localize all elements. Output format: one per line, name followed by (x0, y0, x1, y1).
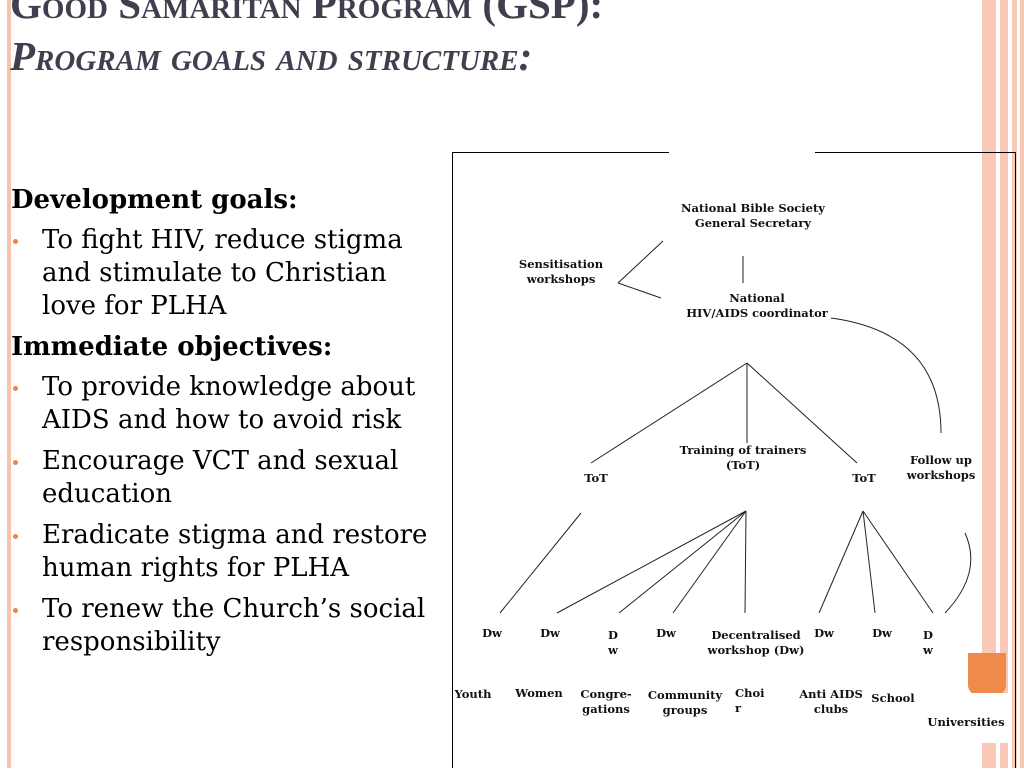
connector-line (672, 510, 747, 614)
immediate-objectives-heading: Immediate objectives: (11, 332, 333, 362)
dw-node: Dw (814, 626, 834, 640)
program-structure-diagram: National Bible Society General Secretary… (452, 151, 1016, 768)
connector-curve (830, 317, 942, 434)
right-decor-stripe (1000, 0, 1008, 768)
group-node: Choi r (735, 686, 765, 715)
connector-line (617, 282, 662, 299)
decentralised-workshop-node: Decentralised workshop (Dw) (707, 628, 805, 657)
connector-line (818, 510, 864, 614)
right-decor-stripe (982, 0, 996, 768)
decor-tab (968, 653, 1006, 695)
goals-content: Development goals: To fight HIV, reduce … (11, 184, 441, 667)
tot-right-node: ToT (852, 471, 876, 485)
bullet-item: To renew the Church’s social responsibil… (11, 593, 441, 659)
connector-line (746, 362, 858, 464)
group-node: School (871, 691, 915, 705)
dw-node: Dw (540, 626, 560, 640)
bullet-item: Encourage VCT and sexual education (11, 445, 441, 511)
group-node: Anti AIDS clubs (799, 687, 863, 716)
connector-line (617, 240, 664, 284)
decor-box (958, 693, 1008, 743)
bullet-item: To fight HIV, reduce stigma and stimulat… (11, 224, 441, 323)
training-node: Training of trainers (ToT) (679, 443, 807, 472)
dw-node: Dw (656, 626, 676, 640)
diagram-connectors (499, 240, 972, 614)
title-line-1: Good Samaritan Program (GSP): (10, 0, 604, 27)
connector-line (556, 510, 747, 614)
connector-line (618, 510, 747, 614)
sensitisation-node: Sensitisation workshops (518, 257, 604, 286)
group-node: Youth (454, 687, 492, 701)
coordinator-node: National HIV/AIDS coordinator (686, 291, 828, 320)
group-node: Community groups (647, 688, 723, 717)
bullet-item: Eradicate stigma and restore human right… (11, 519, 441, 585)
dw-node: Dw (482, 626, 502, 640)
title-line-2: Program goals and structure: (10, 33, 533, 79)
development-goals-heading: Development goals: (11, 185, 298, 215)
immediate-objectives-list: To provide knowledge about AIDS and how … (11, 371, 441, 659)
connector-line (590, 362, 748, 464)
group-node: Women (515, 686, 563, 700)
connector-line (499, 512, 582, 614)
tot-left-node: ToT (584, 471, 608, 485)
right-decor-stripe (1012, 0, 1017, 768)
development-goals-list: To fight HIV, reduce stigma and stimulat… (11, 224, 441, 323)
slide-title: Good Samaritan Program (GSP): Program go… (10, 0, 603, 82)
connector-curve (944, 532, 972, 614)
dw-node: Dw (872, 626, 892, 640)
right-decor-stripe (1020, 0, 1024, 768)
left-accent-rule (7, 0, 11, 768)
connector-line (862, 510, 876, 614)
group-node: Universities (927, 715, 1005, 729)
dw-node: D w (923, 628, 933, 657)
nbs-node: National Bible Society General Secretary (681, 201, 825, 230)
connector-line (862, 510, 934, 614)
connector-line (744, 510, 747, 614)
bullet-item: To provide knowledge about AIDS and how … (11, 371, 441, 437)
dw-node: D w (608, 628, 618, 657)
follow-up-node: Follow up workshops (906, 453, 976, 482)
group-node: Congre- gations (580, 687, 632, 716)
